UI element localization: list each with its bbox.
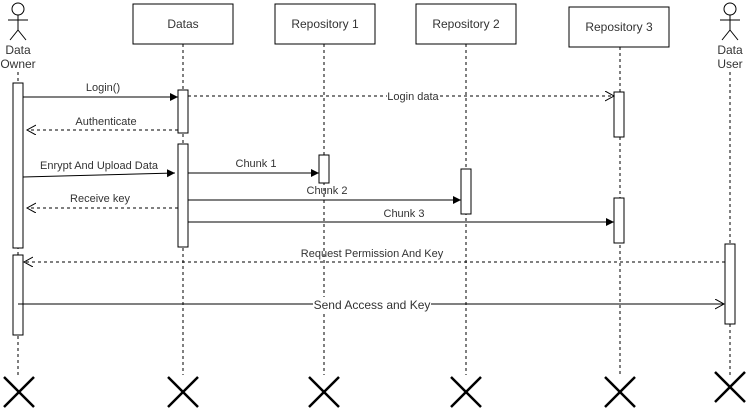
destroy-data-owner-x-icon <box>3 376 35 408</box>
participant-datas: Datas <box>132 3 234 45</box>
message-chunk-2-label: Chunk 2 <box>307 185 348 197</box>
message-encrypt-upload: Enrypt And Upload Data <box>22 160 176 178</box>
message-chunk-2: Chunk 2 <box>188 185 461 204</box>
destroy-repository-2-x-icon <box>450 376 482 408</box>
participant-repository-3: Repository 3 <box>568 6 670 48</box>
activation-datas-1 <box>177 89 189 134</box>
message-chunk-1-label: Chunk 1 <box>236 158 277 170</box>
destroy-repository-1-x-icon <box>308 376 340 408</box>
message-chunk-3: Chunk 3 <box>188 208 614 226</box>
activation-repository-1 <box>318 154 330 184</box>
destroy-datas-x-icon <box>167 376 199 408</box>
data-user-label-line2: User <box>717 57 742 71</box>
participant-datas-label: Datas <box>167 17 198 31</box>
message-request-permission: Request Permission And Key <box>24 248 725 262</box>
message-receive-key: Receive key <box>27 193 178 208</box>
destroy-repository-3-x-icon <box>604 376 636 408</box>
message-login: Login() <box>23 82 178 101</box>
activation-repository-3-1 <box>613 91 625 138</box>
destroy-data-user-x-icon <box>714 371 746 403</box>
participant-repository-2-label: Repository 2 <box>432 17 500 31</box>
data-user-actor-icon <box>720 2 740 41</box>
activation-data-owner-2 <box>12 254 24 336</box>
activation-repository-3-2 <box>613 197 625 244</box>
activation-datas-2 <box>177 143 189 248</box>
message-login-data-label: Login data <box>387 91 439 103</box>
participant-repository-1-label: Repository 1 <box>291 17 359 31</box>
data-owner-actor-icon <box>8 2 28 41</box>
message-login-data: Login data <box>188 89 614 103</box>
message-chunk-1: Chunk 1 <box>188 158 319 177</box>
message-login-label: Login() <box>86 82 120 94</box>
message-receive-key-label: Receive key <box>70 193 130 205</box>
message-send-access: Send Access and Key <box>18 297 724 312</box>
message-authenticate-label: Authenticate <box>75 116 136 128</box>
participant-repository-2: Repository 2 <box>415 3 517 45</box>
data-user-label-line1: Data <box>717 43 743 57</box>
message-request-permission-label: Request Permission And Key <box>301 248 444 260</box>
activation-data-user <box>724 243 736 325</box>
activation-data-owner-1 <box>12 82 24 249</box>
message-send-access-label: Send Access and Key <box>314 298 431 312</box>
message-chunk-3-label: Chunk 3 <box>384 208 425 220</box>
data-owner-label-line2: Owner <box>0 57 35 71</box>
participant-repository-1: Repository 1 <box>274 3 376 45</box>
message-authenticate: Authenticate <box>27 116 178 130</box>
data-owner-label-line1: Data <box>5 43 31 57</box>
message-encrypt-upload-label: Enrypt And Upload Data <box>40 160 159 172</box>
participant-repository-3-label: Repository 3 <box>585 20 653 34</box>
activation-repository-2 <box>460 168 472 215</box>
